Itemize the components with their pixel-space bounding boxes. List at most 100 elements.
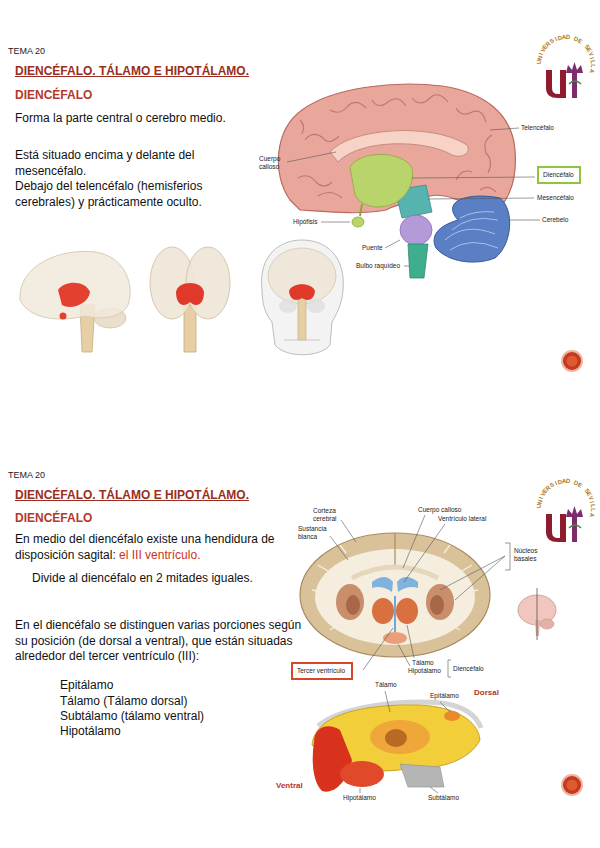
logo-letter: D [566, 478, 571, 484]
skull-thumbnail [262, 240, 344, 355]
university-logo [546, 514, 566, 542]
box-label: Tercer ventrículo [297, 667, 347, 675]
slide-title: DIENCÉFALO. TÁLAMO E HIPOTÁLAMO. [15, 488, 249, 503]
logo-letter: V [587, 51, 594, 57]
brain-thumbnail [20, 251, 130, 352]
leader-line [341, 520, 356, 542]
brain-thumbnail [184, 305, 196, 352]
highlight-box: Diencéfalo [537, 166, 581, 184]
leader-line [448, 660, 451, 677]
diencephalon-sagittal [370, 720, 430, 754]
part-label: Núcleos basales [514, 547, 541, 562]
leader-line [440, 702, 450, 712]
brain-sagittal [352, 217, 364, 227]
part-label: Telencéfalo [521, 124, 554, 132]
diencephalon-sagittal [385, 729, 407, 747]
logo-letter: A [561, 478, 566, 484]
part-label: Tálamo [412, 659, 434, 667]
brain-sagittal [408, 244, 428, 278]
leader-line [404, 266, 410, 267]
cortex-sulci [340, 545, 346, 553]
skull-thumbnail [268, 248, 336, 304]
coronal-section [383, 632, 407, 644]
logo-letter: A [589, 68, 596, 74]
part-label: Tálamo [375, 681, 397, 689]
leader-line [505, 543, 510, 570]
cerebellum-folia [460, 212, 494, 218]
nav-button [562, 351, 582, 371]
brain-gyri [412, 95, 448, 103]
part-label: Hipotálamo [408, 667, 441, 675]
skull-thumbnail [279, 299, 297, 313]
leader-line [490, 128, 519, 130]
leader-line [287, 152, 336, 162]
brain-sagittal [434, 196, 510, 262]
list-item: Epitálamo [60, 678, 113, 694]
brain-thumbnail [20, 251, 130, 319]
nav-button [567, 356, 578, 367]
brain-thumbnail [150, 247, 230, 352]
leader-line [287, 128, 540, 266]
brain-gyri [330, 102, 366, 112]
coronal-section [300, 515, 510, 677]
brain-thumbnail [176, 283, 204, 305]
body-text: En el diencéfalo se distinguen varias po… [15, 618, 305, 665]
topic-number: TEMA 20 [8, 470, 45, 481]
brain-orientation-icon [518, 588, 556, 640]
part-label: Ventrículo lateral [438, 515, 486, 523]
diencephalon-sagittal [400, 764, 444, 787]
part-label: Subtálamo [428, 794, 459, 802]
brain-thumbnail [58, 283, 90, 307]
part-label: Puente [362, 244, 383, 252]
part-label: Mesencéfalo [537, 194, 574, 202]
cerebellum-folia [445, 229, 495, 240]
coronal-section [336, 584, 364, 620]
leader-line [510, 220, 540, 221]
body-paragraph: En medio del diencéfalo existe una hendi… [15, 532, 281, 563]
cortex-sulci [444, 545, 450, 553]
part-label: Corteza cerebral [313, 507, 340, 522]
coronal-section [372, 577, 393, 592]
coronal-section [372, 598, 394, 624]
cortex-sulci [318, 565, 328, 571]
logo-letter: I [589, 56, 595, 59]
part-label: Hipotálamo [343, 794, 376, 802]
brain-orientation-icon [537, 588, 538, 640]
leader-line [363, 628, 393, 670]
brain-gyri [300, 120, 304, 134]
highlight-text: el III ventrículo. [119, 548, 200, 562]
skull-thumbnail [307, 299, 325, 313]
topic-number: TEMA 20 [8, 46, 45, 57]
nav-button [567, 780, 578, 791]
part-label: Diencéfalo [453, 665, 484, 673]
logo-letter: E [577, 481, 584, 488]
logo-letter: D [566, 34, 571, 40]
body-text: Está situado encima y delante del mesenc… [15, 148, 243, 179]
brain-gyri [298, 176, 332, 186]
leader-line [430, 787, 438, 793]
coronal-section [426, 584, 454, 620]
part-label: Cuerpo calloso [418, 506, 461, 514]
body-text: Forma la parte central o cerebro medio. [15, 111, 226, 127]
body-text: Divide al diencéfalo en 2 mitades iguale… [32, 571, 253, 587]
leader-line [404, 524, 445, 582]
brain-thumbnail [60, 313, 67, 320]
highlight-box: Tercer ventrículo [291, 662, 353, 680]
part-label: Sustancia blanca [298, 525, 329, 540]
section-heading: DIENCÉFALO [15, 511, 92, 526]
leader-line [330, 536, 348, 560]
brain-orientation-icon [535, 620, 540, 636]
brain-gyri [305, 134, 339, 141]
section-heading: DIENCÉFALO [15, 88, 92, 103]
university-logo [572, 516, 577, 542]
list-item: Tálamo (Tálamo dorsal) [60, 694, 187, 710]
brain-sagittal [400, 215, 432, 245]
skull-thumbnail [262, 240, 344, 355]
direction-label: Dorsal [474, 688, 499, 698]
logo-letter: A [589, 512, 596, 518]
brain-sagittal [278, 84, 515, 214]
diencephalon-sagittal [340, 761, 384, 787]
coronal-section [430, 595, 444, 615]
leader-line [385, 240, 400, 248]
part-label: Epitálamo [430, 692, 459, 700]
